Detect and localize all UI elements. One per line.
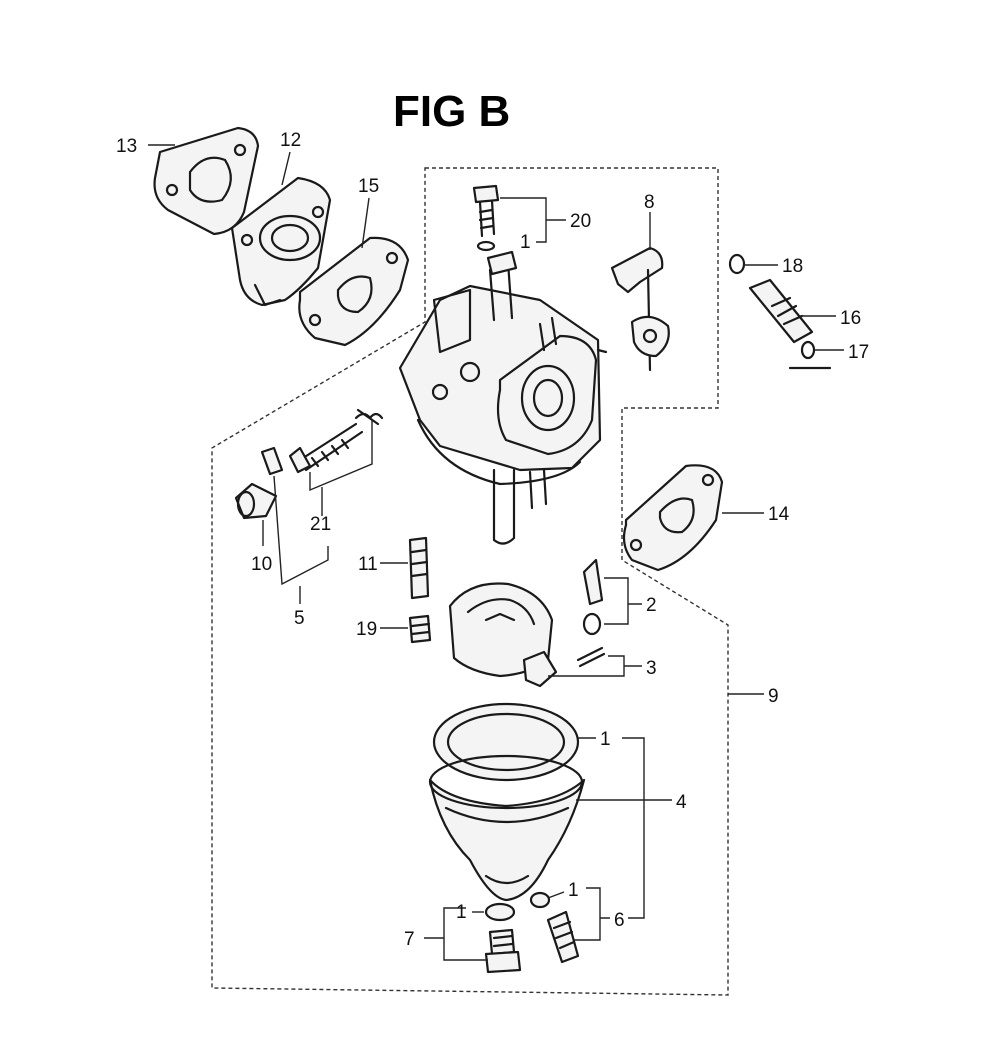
callout-13: 13 <box>116 136 137 157</box>
figure-title: FIG B <box>393 87 510 136</box>
callout-6: 6 <box>614 910 625 931</box>
callout-1-gasket: 1 <box>600 729 611 750</box>
choke-lever-8 <box>610 246 670 372</box>
callout-1-screw: 1 <box>568 880 579 901</box>
screw-20 <box>472 184 500 252</box>
float-pin-3 <box>576 646 606 668</box>
callout-9: 9 <box>768 686 779 707</box>
pin-16 <box>748 278 814 344</box>
clip-18 <box>728 253 746 275</box>
float-bowl-4 <box>428 754 586 902</box>
callout-18: 18 <box>782 256 803 277</box>
leader-7 <box>424 907 488 961</box>
callout-5: 5 <box>294 608 305 629</box>
callout-1-bolt: 1 <box>456 902 467 923</box>
gasket-13 <box>153 126 260 236</box>
assembly-boundary <box>211 167 729 996</box>
callout-1-top: 1 <box>520 232 531 253</box>
bolt-10 <box>234 446 284 520</box>
leader-2 <box>604 577 642 625</box>
needle-valve-2 <box>582 558 604 636</box>
callout-15: 15 <box>358 176 379 197</box>
callout-8: 8 <box>644 192 655 213</box>
drain-bolt-7 <box>484 902 522 974</box>
callout-7: 7 <box>404 929 415 950</box>
drain-screw-6 <box>529 891 580 964</box>
callout-12: 12 <box>280 130 301 151</box>
gasket-15 <box>298 236 410 347</box>
float <box>448 582 558 688</box>
carburetor-body <box>398 250 608 545</box>
callout-10: 10 <box>251 554 272 575</box>
leader-6 <box>574 887 610 941</box>
callout-14: 14 <box>768 504 790 525</box>
gasket-14 <box>622 464 724 572</box>
jet-19 <box>408 614 432 644</box>
callout-16: 16 <box>840 308 861 329</box>
insulator-12 <box>230 176 332 307</box>
leader-3 <box>548 655 642 677</box>
leader-1-6-bracket <box>622 737 645 919</box>
callout-19: 19 <box>356 619 377 640</box>
callout-2: 2 <box>646 595 657 616</box>
leader-12 <box>281 151 291 186</box>
callout-4: 4 <box>676 792 687 813</box>
screw-21 <box>288 408 384 474</box>
callout-17: 17 <box>848 342 869 363</box>
callout-20: 20 <box>570 211 591 232</box>
leader-15 <box>361 197 370 249</box>
leader-5 <box>273 475 329 604</box>
leader-21 <box>309 420 373 516</box>
leader-1-screw6 <box>547 891 565 899</box>
callout-11: 11 <box>358 554 378 575</box>
bowl-gasket <box>432 702 580 782</box>
callout-21: 21 <box>310 514 331 535</box>
spring-17 <box>788 340 832 370</box>
leader-20-bracket <box>500 197 566 243</box>
callout-3: 3 <box>646 658 657 679</box>
jet-11 <box>408 536 430 600</box>
